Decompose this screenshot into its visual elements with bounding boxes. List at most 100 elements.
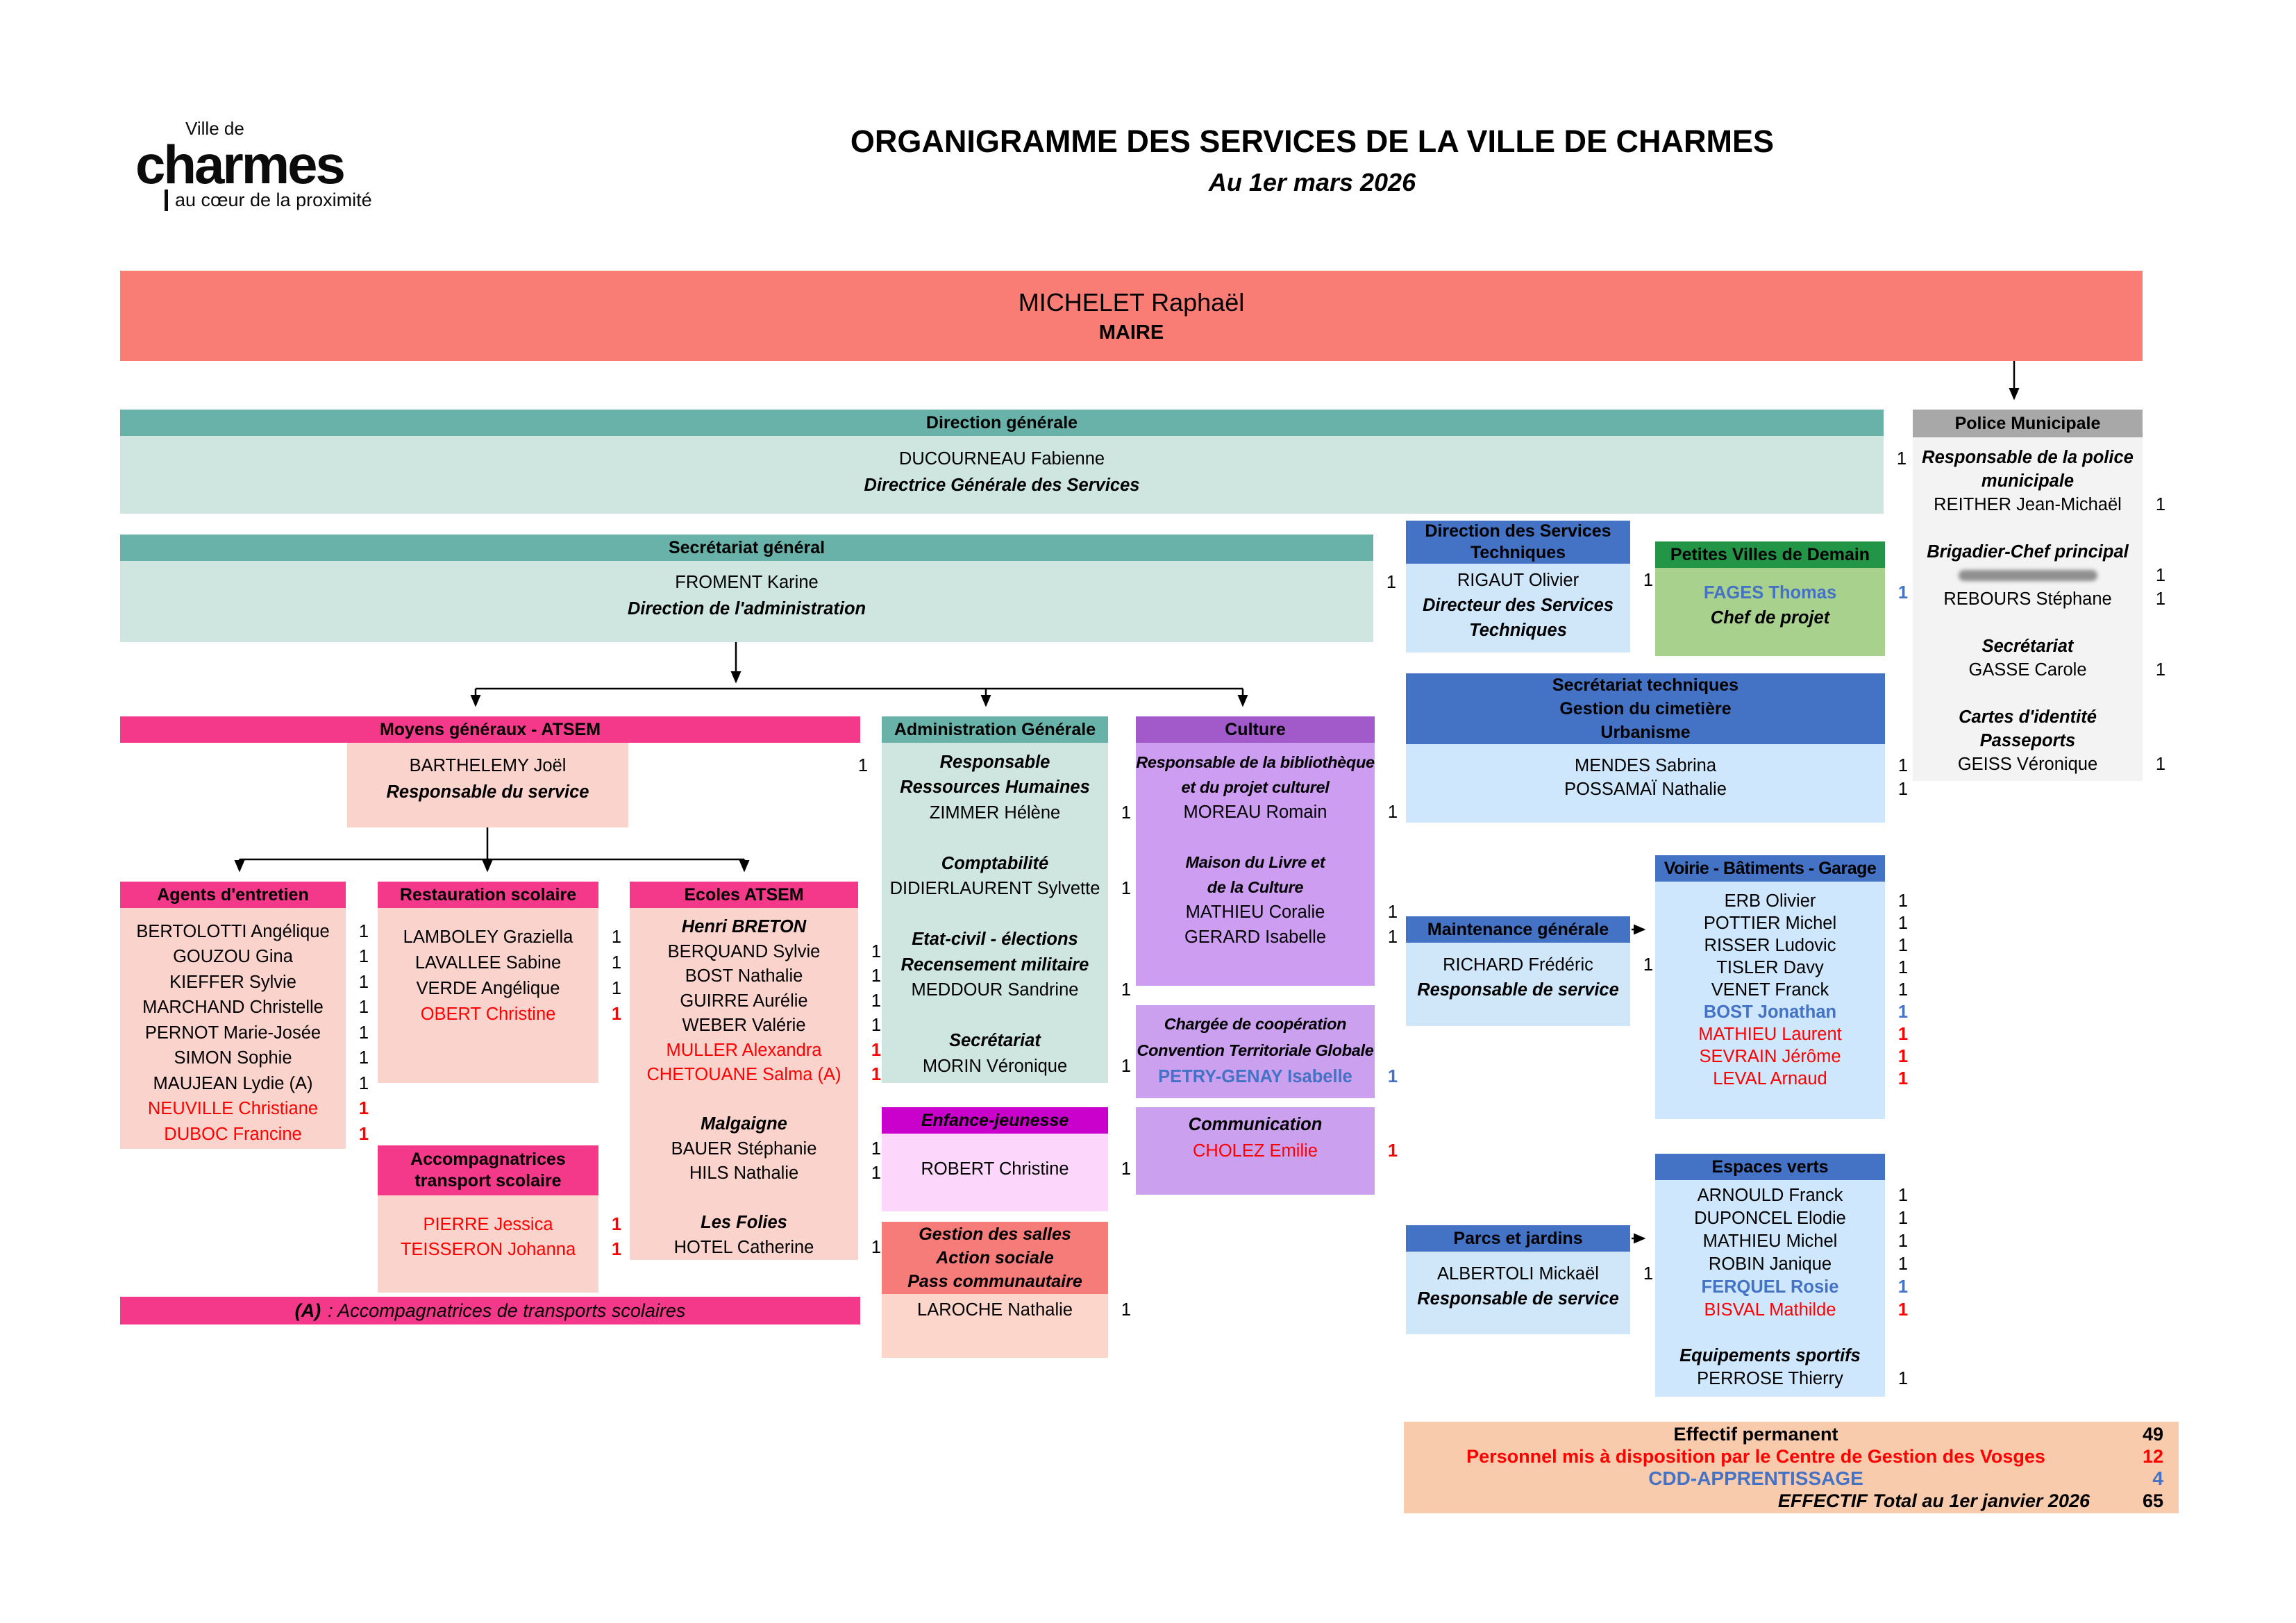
headcount: 1 bbox=[1897, 1254, 1909, 1274]
headcount: 1 bbox=[1896, 448, 1907, 469]
staff-name: Direction de l'administration bbox=[627, 598, 866, 619]
city-logo: Ville de charmes au cœur de la proximité bbox=[135, 118, 427, 211]
legend-label: Personnel mis à disposition par le Centr… bbox=[1466, 1445, 2045, 1467]
legend-label: Effectif permanent bbox=[1673, 1423, 1838, 1445]
staff-row: Responsable bbox=[882, 750, 1108, 775]
staff-name: WEBER Valérie bbox=[682, 1016, 806, 1036]
staff-row: Communication bbox=[1136, 1111, 1375, 1138]
staff-name: Chargée de coopération bbox=[1164, 1014, 1347, 1033]
headcount: 1 bbox=[611, 953, 622, 973]
staff-name: REITHER Jean-Michaël bbox=[1934, 494, 2122, 514]
staff-name: HILS Nathalie bbox=[689, 1163, 799, 1184]
staff-name: Directrice Générale des Services bbox=[864, 475, 1140, 495]
staff-name bbox=[1958, 570, 2097, 581]
staff-name: BISVAL Mathilde bbox=[1704, 1300, 1836, 1320]
staff-name: LAVALLEE Sabine bbox=[414, 953, 562, 973]
headcount: 1 bbox=[871, 1016, 882, 1036]
staff-name: Responsable de service bbox=[1417, 979, 1619, 1000]
staff-name: Henri BRETON bbox=[681, 917, 807, 937]
maire-name: MICHELET Raphaël bbox=[1018, 287, 1245, 317]
staff-name: GERARD Isabelle bbox=[1184, 927, 1327, 947]
staff-name: Responsable bbox=[939, 752, 1050, 772]
staff-row bbox=[1136, 825, 1375, 850]
staff-row: Malgaigne bbox=[630, 1112, 858, 1137]
staff-name: ZIMMER Hélène bbox=[929, 802, 1061, 823]
staff-name: Secrétariat bbox=[949, 1031, 1041, 1051]
staff-name: FERQUEL Rosie bbox=[1701, 1277, 1839, 1297]
headcount: 1 bbox=[611, 1214, 622, 1234]
staff-row: Convention Territoriale Globale bbox=[1136, 1037, 1375, 1063]
staff-row: Recensement militaire bbox=[882, 952, 1108, 978]
staff-name: DUCOURNEAU Fabienne bbox=[898, 448, 1105, 469]
headcount: 1 bbox=[1897, 1186, 1909, 1205]
headcount: 1 bbox=[1897, 1046, 1909, 1066]
staff-row: 1 bbox=[1913, 564, 2165, 587]
staff-name: Ressources Humaines bbox=[900, 777, 1090, 798]
legend-value: 12 bbox=[2142, 1445, 2163, 1467]
staff-row: Secrétariat bbox=[1913, 634, 2143, 658]
headcount: 1 bbox=[358, 1099, 369, 1119]
staff-name: PERNOT Marie-Josée bbox=[144, 1023, 321, 1043]
staff-name: Comptabilité bbox=[941, 853, 1049, 873]
headcount: 1 bbox=[1387, 802, 1398, 822]
staff-name: Recensement militaire bbox=[900, 955, 1089, 975]
staff-name: MATHIEU Coralie bbox=[1185, 902, 1325, 922]
staff-name: GOUZOU Gina bbox=[173, 947, 293, 967]
staff-row: MATHIEU Coralie 1 bbox=[1136, 900, 1398, 925]
staff-name: SIMON Sophie bbox=[174, 1048, 292, 1068]
legend-label: CDD-APPRENTISSAGE bbox=[1648, 1468, 1863, 1489]
maire-role: MAIRE bbox=[1098, 321, 1164, 344]
headcount: 1 bbox=[611, 1239, 622, 1259]
headcount: 1 bbox=[358, 947, 369, 967]
staff-name: Responsable du service bbox=[386, 782, 589, 802]
header-secretariat-general: Secrétariat général bbox=[120, 535, 1373, 561]
staff-row: Directrice Générale des Services bbox=[120, 472, 1884, 498]
staff-row: CHETOUANE Salma (A)1 bbox=[630, 1063, 881, 1088]
headcount: 1 bbox=[1121, 1159, 1132, 1179]
legend-value: 65 bbox=[2142, 1490, 2163, 1511]
staff-name: Etat-civil - élections bbox=[912, 930, 1078, 950]
staff-name: DUBOC Francine bbox=[164, 1124, 302, 1144]
headcount: 1 bbox=[358, 972, 369, 992]
staff-name: MORIN Véronique bbox=[922, 1056, 1068, 1076]
header-espaces-verts: Espaces verts bbox=[1655, 1154, 1885, 1180]
headcount: 1 bbox=[1897, 1277, 1909, 1297]
staff-name: PIERRE Jessica bbox=[423, 1214, 553, 1234]
staff-row bbox=[630, 1088, 858, 1113]
staff-row: Brigadier-Chef principal bbox=[1913, 540, 2143, 564]
headcount: 1 bbox=[1386, 572, 1397, 592]
headcount: 1 bbox=[1897, 1209, 1909, 1228]
staff-name: Chef de projet bbox=[1710, 607, 1830, 628]
headcount: 1 bbox=[1387, 902, 1398, 922]
staff-row bbox=[1913, 516, 2143, 540]
header-direction-generale: Direction générale bbox=[120, 410, 1884, 436]
staff-name: ARNOULD Franck bbox=[1697, 1186, 1843, 1205]
staff-row: Techniques bbox=[1406, 618, 1630, 643]
headcount: 1 bbox=[1121, 879, 1132, 899]
staff-name: Passeports bbox=[1979, 730, 2076, 750]
headcount: 1 bbox=[1897, 755, 1909, 775]
